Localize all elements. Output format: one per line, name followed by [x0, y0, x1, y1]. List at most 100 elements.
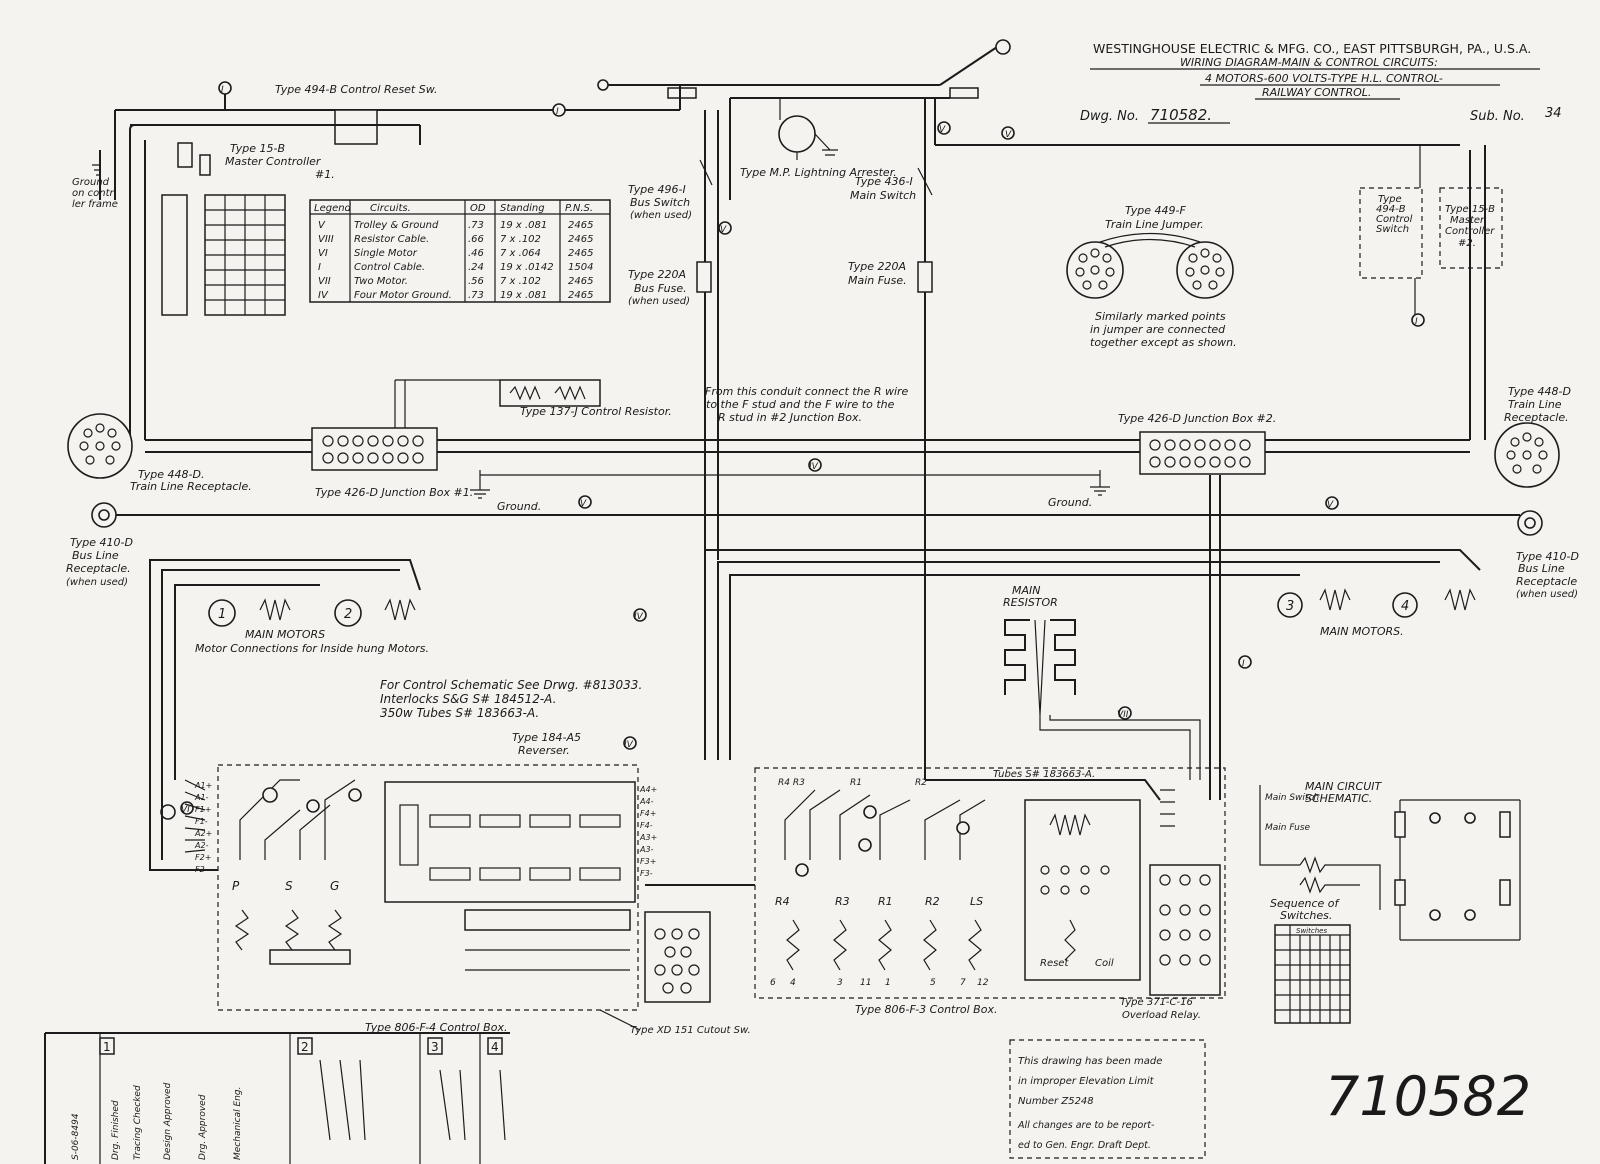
revision-number-2: 2	[301, 1040, 309, 1054]
reset-switch-1	[177, 142, 193, 168]
svg-text:(when used): (when used)	[1516, 589, 1578, 600]
main-fuse-label-b: Main Fuse.	[848, 274, 907, 287]
motor-3	[1277, 592, 1303, 618]
svg-text:V: V	[1005, 130, 1012, 140]
main-circuit-label-a: MAIN CIRCUIT	[1305, 780, 1383, 793]
stamp-line-1: This drawing has been made	[1018, 1056, 1162, 1067]
svg-text:A2+: A2+	[194, 829, 212, 838]
reset-2-label-c: Control	[1376, 214, 1413, 225]
bus-switch-label-c: (when used)	[630, 210, 692, 221]
motor-2	[334, 599, 362, 627]
reset-2-label-a: Type	[1378, 194, 1402, 205]
train-line-receptacle-left: Type 448-D. Train Line Receptacle.	[67, 413, 252, 493]
main-fuse-label-a: Type 220A	[848, 260, 906, 273]
revision-strip: 1 2 3 4 S-06-8494 Drg. Finished Tracing …	[44, 1032, 510, 1164]
schematic-main-fuse: Main Fuse	[1265, 823, 1311, 833]
trolley-terminal	[597, 79, 609, 91]
junction-box-1: Type 426-D Junction Box #1.	[311, 427, 473, 499]
cutout-switch: Type XD 151 Cutout Sw.	[599, 911, 751, 1036]
stamp-line-5: ed to Gen. Engr. Draft Dept.	[1018, 1140, 1151, 1151]
ground-frame-label-c: ler frame	[72, 199, 118, 210]
coil-label: Coil	[1095, 958, 1114, 969]
svg-text:Bus Line: Bus Line	[72, 549, 119, 562]
jumper-plug-right	[1176, 241, 1234, 299]
master-1-label-b: Master Controller	[225, 155, 322, 168]
revision-entry-1: Drg. Finished	[111, 1100, 121, 1160]
ground-1-label: Ground.	[497, 500, 541, 513]
svg-text:IV: IV	[809, 462, 819, 472]
reset-label: Reset	[1040, 958, 1069, 969]
title-line-2: 4 MOTORS-600 VOLTS-TYPE H.L. CONTROL-	[1205, 72, 1443, 85]
svg-text:A4-: A4-	[639, 797, 654, 806]
top-switch-left	[667, 87, 697, 99]
jumper-label-a: Type 449-F	[1125, 204, 1186, 217]
bus-fuse-label-a: Type 220A	[628, 268, 686, 281]
cutout-switch-label: Type XD 151 Cutout Sw.	[630, 1025, 751, 1036]
legend-row: V Trolley & Ground .73 19 x .081 2465	[318, 220, 593, 231]
terminal-strip	[464, 909, 631, 931]
svg-text:4: 4	[1401, 599, 1409, 614]
control-box-f3-label: Type 806-F-3 Control Box.	[855, 1003, 997, 1016]
master-controller-1: Ground on contr ler frame Type 15-B Mast…	[72, 81, 438, 316]
legend-row: VII Two Motor. .56 7 x .102 2465	[318, 276, 593, 287]
sub-label: Sub. No.	[1470, 109, 1525, 124]
junction-box-1-label: Type 426-D Junction Box #1.	[315, 486, 473, 499]
master-controller-2: Type 494-B Control Switch Type 15-B Mast…	[1359, 145, 1503, 327]
reverser-label-b: Reverser.	[518, 744, 570, 757]
train-line-receptacle-right: Type 448-D Train Line Receptacle.	[1494, 385, 1571, 488]
legend-row: I Control Cable. .24 19 x .0142 1504	[318, 262, 593, 273]
revision-entry-4: Drg. Approved	[198, 1094, 208, 1160]
svg-text:Two Motor.: Two Motor.	[354, 276, 408, 287]
wire-mark-i-1: I	[221, 85, 224, 95]
svg-text:3: 3	[1286, 599, 1294, 614]
junction-box-2: Type 426-D Junction Box #2.	[1118, 412, 1276, 475]
svg-text:F1+: F1+	[195, 805, 211, 814]
svg-text:IV: IV	[318, 290, 329, 301]
receptacle-right-label-a: Type 448-D	[1508, 385, 1571, 398]
svg-text:A3-: A3-	[639, 845, 654, 854]
ground-2: Ground.	[1048, 470, 1110, 509]
sequence-table	[1274, 924, 1351, 1024]
bus-line-receptacle-left: Type 410-D Bus Line Receptacle. (when us…	[66, 502, 133, 588]
svg-text:I: I	[318, 262, 321, 273]
res-label-r1: R1	[878, 895, 893, 908]
bus-fuse-symbol	[696, 261, 712, 293]
legend-header-1: Circuits.	[370, 203, 411, 214]
main-motors-right-label: MAIN MOTORS.	[1320, 625, 1404, 638]
legend-header-3: Standing	[500, 203, 545, 214]
svg-text:V: V	[939, 125, 946, 135]
control-resistor: Type 137-J Control Resistor.	[394, 379, 672, 428]
overload-relay	[1024, 799, 1141, 981]
res-label-r3: R3	[835, 895, 850, 908]
schematic-main-switch: Main Switch	[1265, 793, 1319, 803]
trolley-pole-head	[995, 39, 1011, 55]
ground-frame-label-a: Ground	[72, 177, 110, 188]
svg-text:A2-: A2-	[194, 841, 209, 850]
svg-text:(when used): (when used)	[66, 577, 128, 588]
svg-text:7 x .102: 7 x .102	[500, 234, 541, 245]
svg-text:.56: .56	[468, 276, 484, 287]
svg-text:1504: 1504	[568, 262, 593, 273]
legend-header-4: P.N.S.	[565, 203, 593, 214]
main-motors-right: 3 4 MAIN MOTORS. I	[704, 475, 1481, 800]
reset-2-label-b: 494-B	[1376, 204, 1406, 215]
reverser-label-a: Type 184-A5	[512, 731, 581, 744]
master-2-label-b: Master	[1450, 215, 1485, 226]
dwg-label: Dwg. No.	[1080, 109, 1139, 124]
stamp-line-3: Number Z5248	[1018, 1096, 1094, 1107]
svg-text:Four Motor Ground.: Four Motor Ground.	[354, 290, 452, 301]
receptacle-right-label-c: Receptacle.	[1504, 411, 1569, 424]
bus-fuse-label-b: Bus Fuse.	[634, 282, 687, 295]
svg-text:2465: 2465	[568, 290, 593, 301]
revision-entry-3: Design Approved	[163, 1082, 173, 1160]
main-switch-label-b: Main Switch	[850, 189, 916, 202]
control-box-806-f-4: Type 184-A5 Reverser. P S G Type 806-F-4…	[149, 731, 657, 1034]
svg-text:12: 12	[977, 978, 989, 988]
svg-text:.46: .46	[468, 248, 484, 259]
master-1-label-a: Type 15-B	[230, 142, 285, 155]
svg-text:1: 1	[885, 978, 891, 988]
svg-text:6: 6	[770, 978, 776, 988]
revision-entry-0: S-06-8494	[71, 1113, 81, 1160]
svg-text:VIII: VIII	[318, 234, 334, 245]
revision-number-4: 4	[491, 1040, 499, 1054]
